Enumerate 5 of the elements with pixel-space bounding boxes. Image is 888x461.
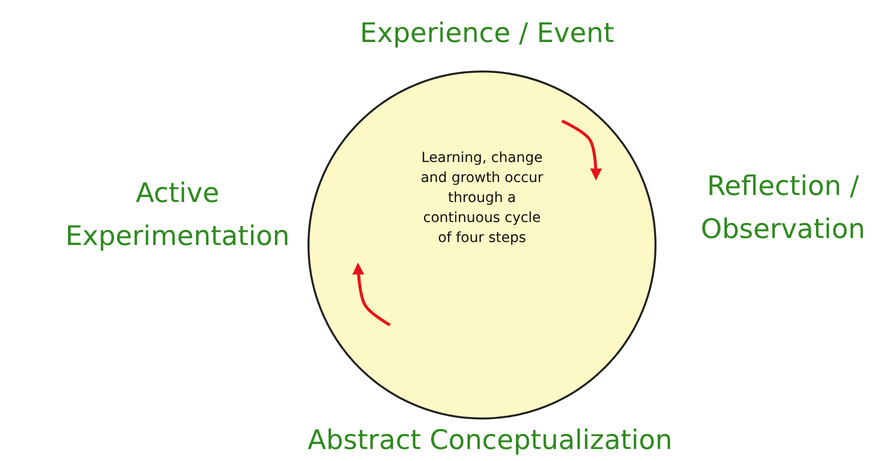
stage-label: Experience / Event <box>358 17 616 51</box>
stage-label: Abstract Conceptualization <box>306 424 674 458</box>
center-text: Learning, change and growth occur through a continuous cycle of four steps <box>420 149 544 248</box>
stage-label: Active Experimentation <box>64 177 291 254</box>
stage-label: Reflection / Observation <box>700 170 866 247</box>
